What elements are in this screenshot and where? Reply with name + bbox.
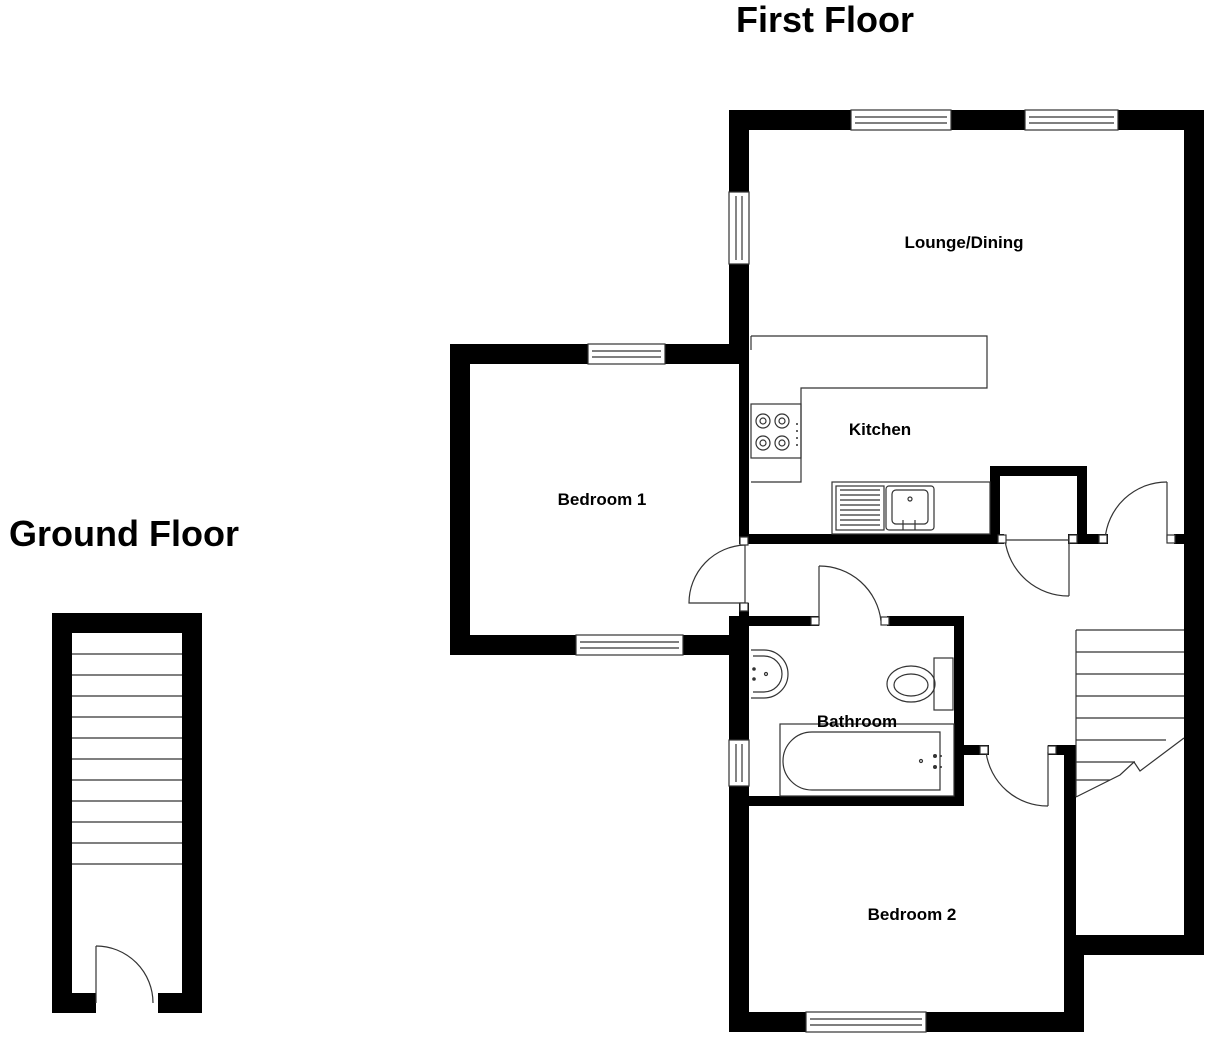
bedroom-1-door [688,536,749,612]
ground-floor-entrance-door [95,945,154,1004]
bathroom-fittings [751,649,955,797]
bathtub-icon [779,723,955,797]
ground-floor-plan [52,613,202,1013]
bathroom-window [728,739,750,787]
kitchen-sink-icon [885,485,935,531]
hob-icon [750,403,802,459]
toilet-icon [886,657,954,711]
lounge-window-top-right [1024,109,1119,131]
ground-floor-title: Ground Floor [9,513,239,554]
first-floor-title: First Floor [736,0,914,40]
first-floor-walls [450,110,1204,1032]
cupboard-door [997,534,1078,597]
lounge-window-top-left [850,109,952,131]
lounge-dining-label: Lounge/Dining [905,233,1024,252]
kitchen-fittings [750,335,991,535]
bedroom-1-window-top [587,343,666,365]
bedroom-2-label: Bedroom 2 [868,905,957,924]
bedroom-2-door [979,745,1057,807]
bathroom-door [810,565,890,626]
wash-basin-icon [751,649,789,699]
windows [575,109,1119,1033]
bedroom-1-label: Bedroom 1 [558,490,647,509]
doors [688,481,1176,807]
ground-floor-stairs [72,653,182,865]
first-floor-stairs [1075,629,1185,798]
bedroom-2-window [805,1011,927,1033]
lounge-window-side [728,191,750,265]
bathroom-label: Bathroom [817,712,897,731]
lounge-door [1098,481,1176,544]
kitchen-label: Kitchen [849,420,911,439]
drainer-icon [835,485,885,531]
bedroom-1-window-bottom [575,634,684,656]
